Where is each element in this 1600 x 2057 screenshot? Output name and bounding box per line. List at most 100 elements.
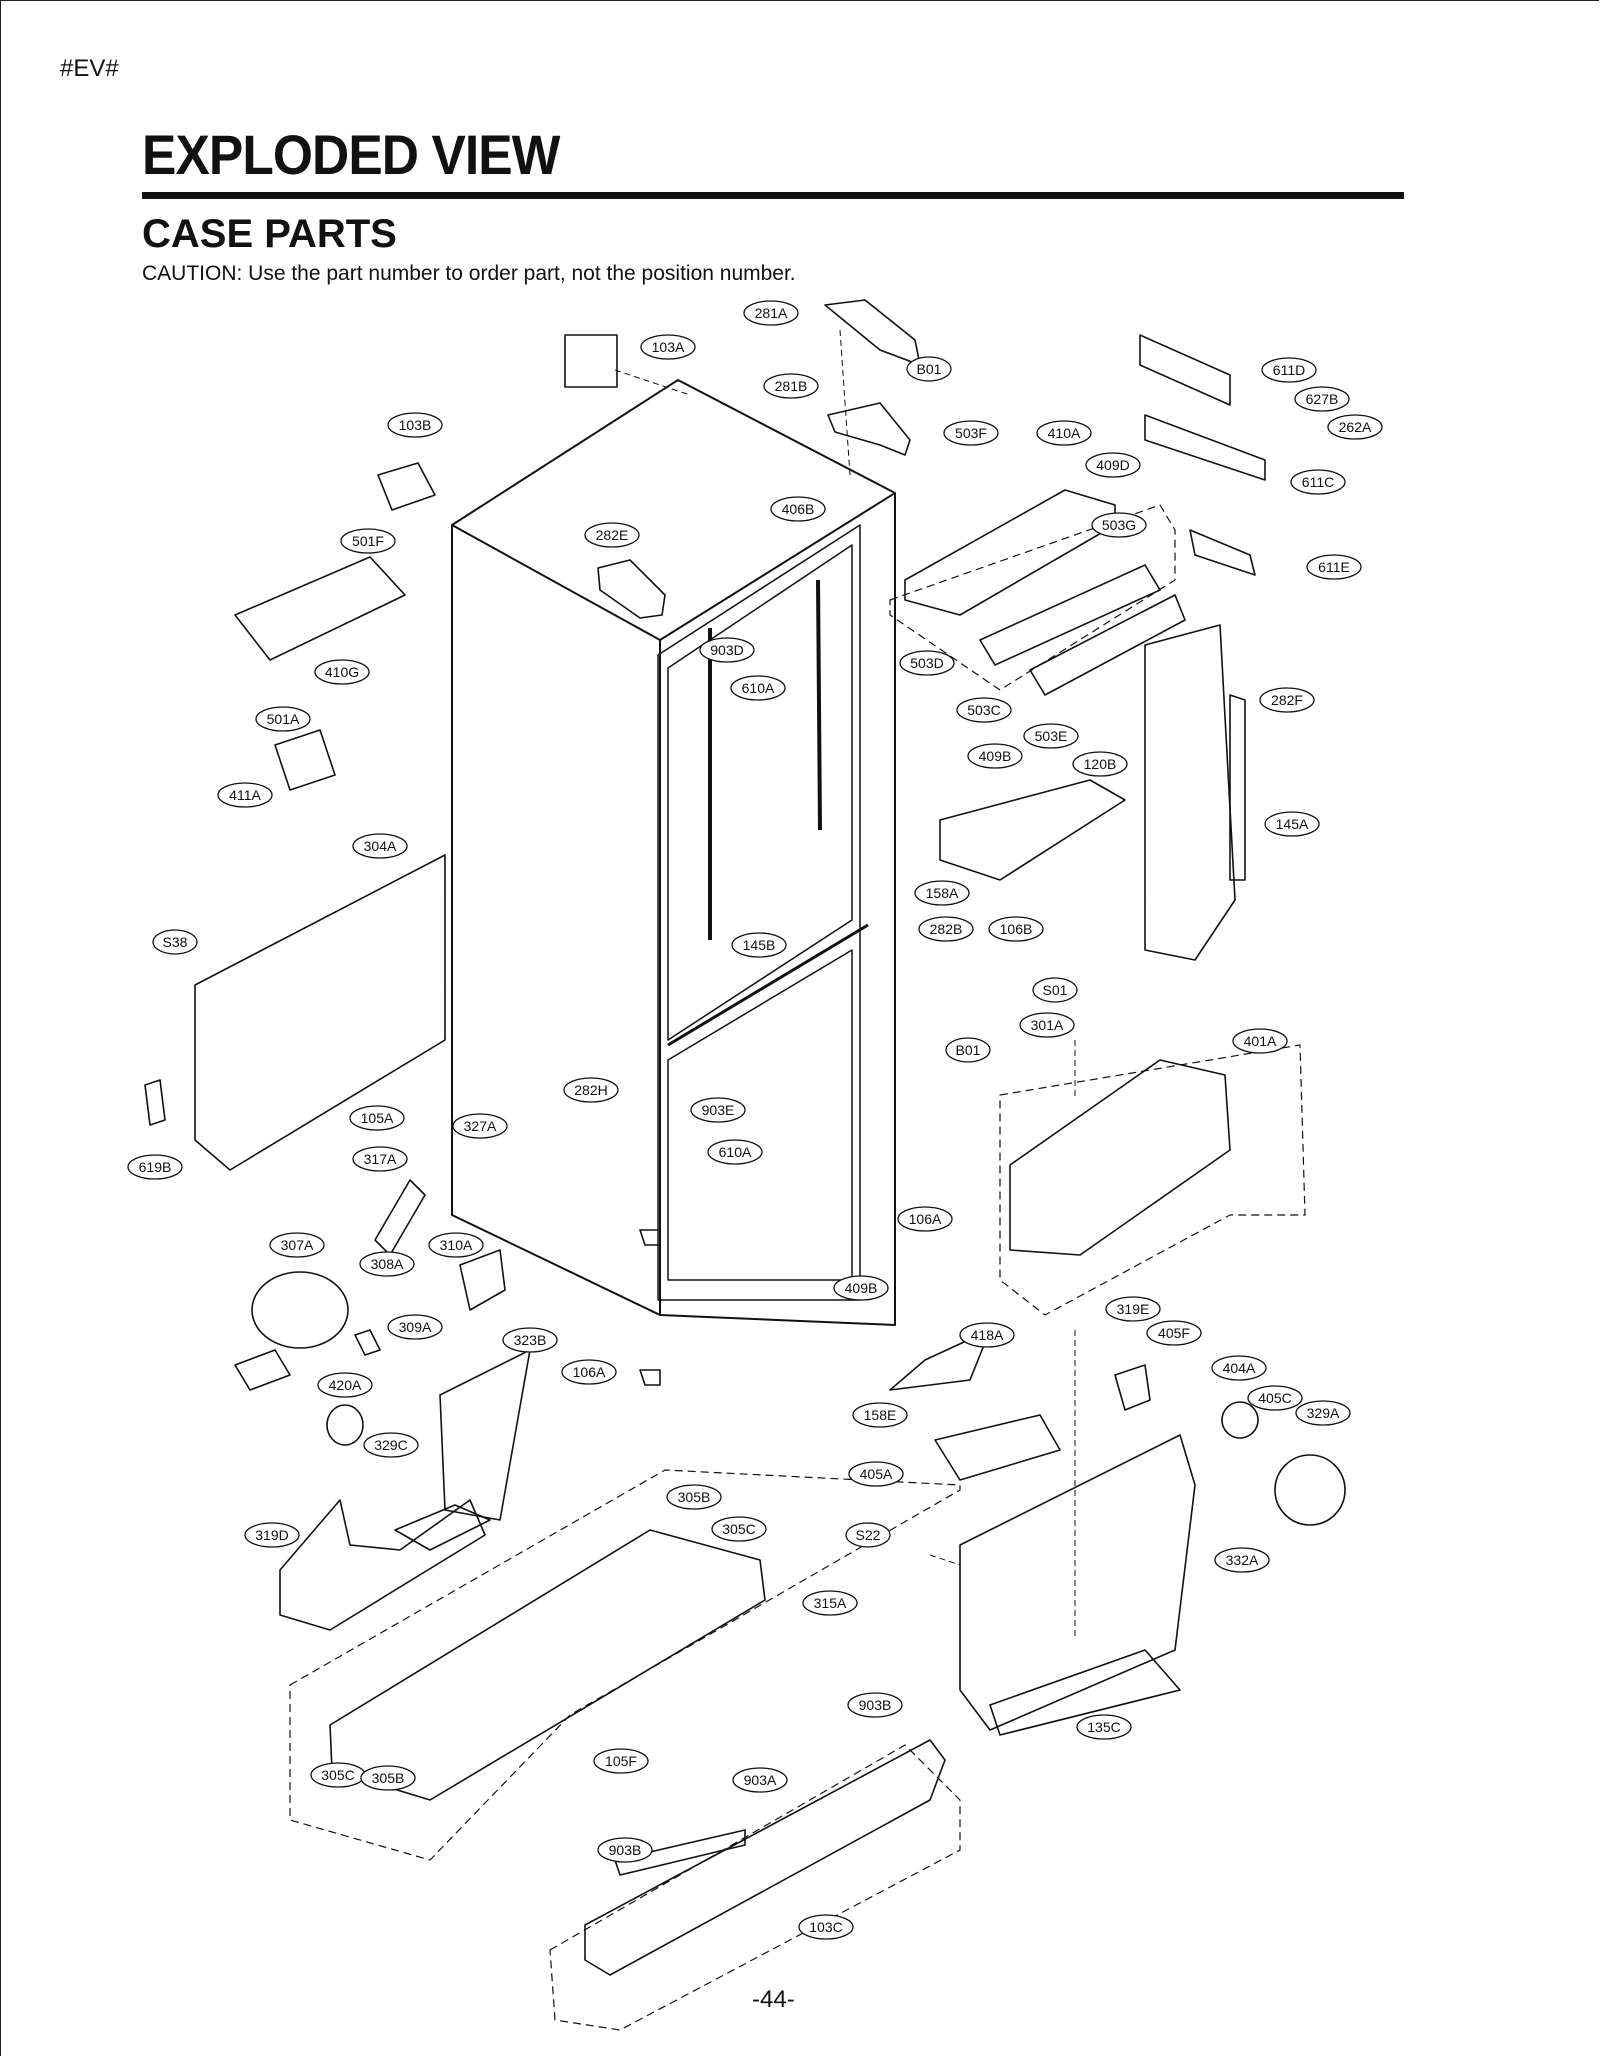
part-label: 145A [1264,811,1320,837]
part-label: 317A [352,1146,408,1172]
part-label-text: 409D [1096,457,1129,473]
part-label: 406B [770,496,826,522]
part-label-text: 262A [1339,419,1372,435]
part-label: 304A [352,833,408,859]
base-parts [289,1229,961,2031]
leader-lines [614,329,1076,1640]
part-label-text: 406B [782,501,815,517]
part-label: 305B [666,1484,722,1510]
part-label-text: 903D [710,642,743,658]
part-label: 503F [943,420,999,446]
part-label: 106A [897,1206,953,1232]
part-label: 611C [1290,469,1346,495]
part-label-text: 332A [1226,1552,1259,1568]
part-label-text: 145B [743,937,776,953]
part-label-text: 619B [139,1159,172,1175]
part-label-text: 305C [722,1521,755,1537]
part-label: 611D [1261,357,1317,383]
part-label-text: 305B [372,1770,405,1786]
part-label: 327A [452,1113,508,1139]
part-label-text: 282H [574,1082,607,1098]
part-label: 409B [833,1275,889,1301]
part-label-text: 503F [955,425,987,441]
part-label: 332A [1214,1547,1270,1573]
part-label: 503E [1023,723,1079,749]
part-label: 282B [918,916,974,942]
part-label: 319D [244,1522,300,1548]
part-label-text: 410G [325,664,359,680]
part-label: 106A [561,1359,617,1385]
part-label: 404A [1211,1355,1267,1381]
part-label-text: 503D [910,655,943,671]
part-label-text: 611C [1302,474,1334,490]
part-label-text: 120B [1084,756,1117,772]
part-label: S38 [152,929,198,955]
part-label-text: 611E [1318,559,1350,575]
part-label: 611E [1306,554,1362,580]
part-label: 501F [340,528,396,554]
part-label: 105F [593,1748,649,1774]
part-label: 310A [428,1232,484,1258]
part-label: 903B [847,1692,903,1718]
part-label-text: 309A [399,1319,432,1335]
part-label: 301A [1019,1012,1075,1038]
part-label-text: 418A [971,1327,1004,1343]
part-label-text: 106A [909,1211,942,1227]
part-label: 305B [360,1765,416,1791]
part-label-text: 319E [1117,1301,1150,1317]
part-label-text: 410A [1048,425,1081,441]
part-label-text: 317A [364,1151,397,1167]
part-label: 158A [914,880,970,906]
part-label-text: B01 [956,1042,981,1058]
part-label: 309A [387,1314,443,1340]
part-label: 282F [1259,687,1315,713]
part-label-text: 420A [329,1377,362,1393]
part-label-text: 903B [859,1697,892,1713]
part-label: 903D [699,637,755,663]
part-label-text: 145A [1276,816,1309,832]
part-label: 903A [732,1767,788,1793]
part-label: 627B [1294,386,1350,412]
part-label: 281A [743,300,799,326]
part-label: 619B [127,1154,183,1180]
part-label: 418A [959,1322,1015,1348]
part-label: 323B [502,1327,558,1353]
part-label: 282E [584,522,640,548]
part-label-text: 308A [371,1256,404,1272]
section-title: CASE PARTS [142,212,397,256]
part-label: B01 [945,1037,991,1063]
part-label-text: 105F [605,1753,637,1769]
part-label: 105A [349,1105,405,1131]
part-label: 305C [310,1762,366,1788]
caution-note: CAUTION: Use the part number to order pa… [142,262,796,285]
part-label: 145B [731,932,787,958]
part-label-text: 282B [930,921,963,937]
part-label-text: 327A [464,1118,497,1134]
part-label: 158E [852,1402,908,1428]
part-label: 903E [690,1097,746,1123]
page-number: -44- [752,1986,795,2013]
part-label-text: 307A [281,1237,314,1253]
part-label-text: S38 [163,934,188,950]
part-label: 305C [711,1516,767,1542]
part-label: 410A [1036,420,1092,446]
part-label: 103A [640,334,696,360]
part-label-text: 610A [742,680,775,696]
part-label-text: 401A [1244,1033,1277,1049]
part-label-text: 501F [352,533,384,549]
part-label-text: S22 [856,1527,881,1543]
part-label-text: 903B [609,1842,642,1858]
part-label-text: 503E [1035,728,1068,744]
part-label: 282H [563,1077,619,1103]
part-label: 401A [1232,1028,1288,1054]
part-label-text: 409B [979,748,1012,764]
part-label-text: 503C [967,702,1000,718]
right-upper-parts [889,334,1266,961]
part-labels: 103A103B281AB01281B282E406B501F410G501A4… [127,300,1383,1940]
part-label: 135C [1076,1714,1132,1740]
part-label-text: 106B [1000,921,1033,937]
part-label: 410G [314,659,370,685]
part-label-text: S01 [1043,982,1068,998]
